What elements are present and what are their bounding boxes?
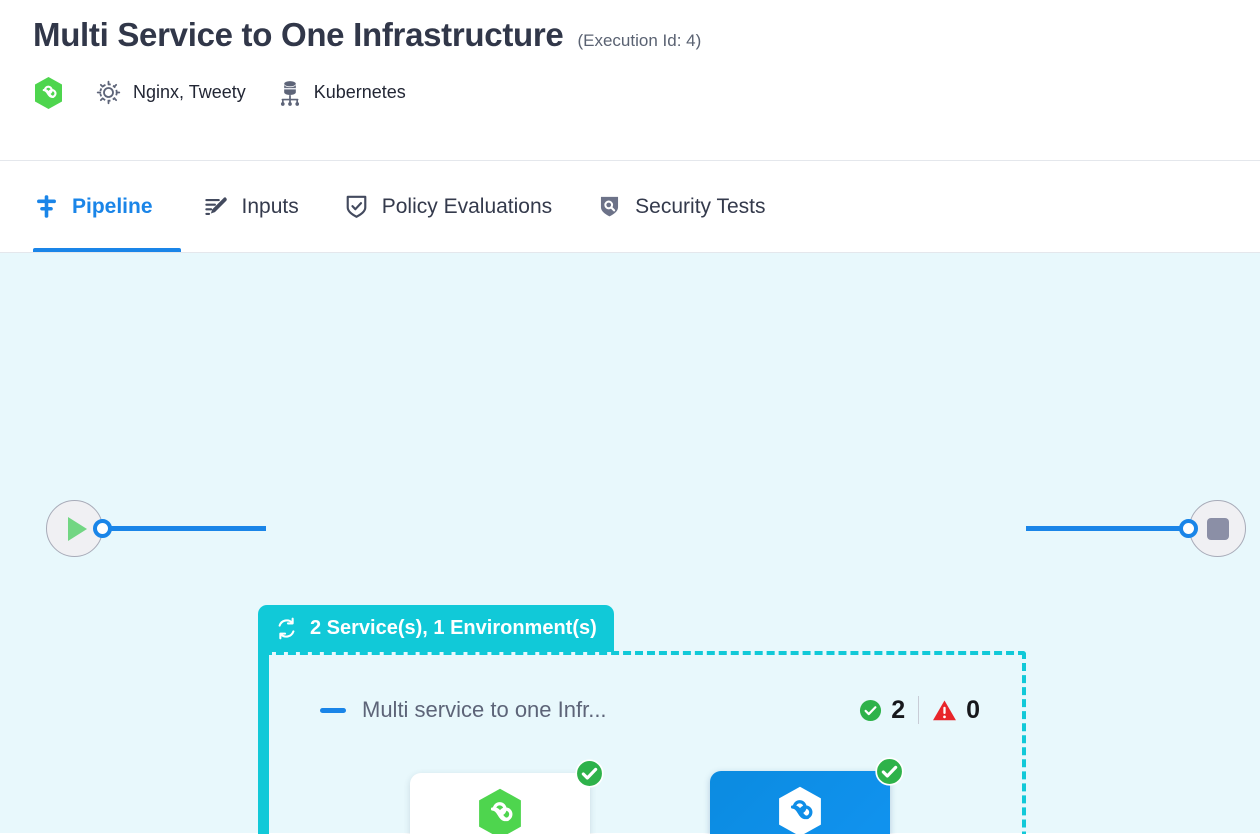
page-title: Multi Service to One Infrastructure [33,16,564,53]
connector-line-right [1026,526,1183,531]
brand-group [33,76,64,110]
tab-pipeline-label: Pipeline [72,194,153,218]
warning-triangle-icon [932,699,957,722]
hexagon-infinity-icon [476,787,524,834]
tab-policy-label: Policy Evaluations [381,194,553,218]
pipeline-icon [33,193,60,220]
check-circle-icon [575,759,604,788]
connector-line-left [108,526,266,531]
kubernetes-icon [277,79,303,107]
group-badge-label: 2 Service(s), 1 Environment(s) [310,617,597,639]
hexagon-infinity-icon [33,76,64,110]
services-label: Nginx, Tweety [133,82,246,103]
tab-policy-evaluations[interactable]: Policy Evaluations [321,161,574,252]
repeat-icon [274,616,299,641]
tab-security-tests[interactable]: Security Tests [574,161,787,252]
stop-icon [1206,517,1229,540]
service-card-nginx[interactable]: </> [410,759,604,834]
infrastructure-label: Kubernetes [313,82,406,103]
tab-inputs[interactable]: Inputs [181,161,321,252]
check-circle-icon [875,757,904,786]
tab-security-label: Security Tests [635,194,766,218]
check-circle-icon [859,699,882,722]
service-card-tweety[interactable]: </> [710,757,904,834]
warning-count: 0 [966,695,980,724]
success-count: 2 [891,695,906,724]
end-node[interactable] [1189,500,1246,557]
meta-row: Nginx, Tweety Kubernetes [33,76,1260,110]
edit-pencil-icon [203,193,230,220]
group-badge[interactable]: 2 Service(s), 1 Environment(s) [258,605,614,652]
service-group-box[interactable] [264,651,1026,834]
tab-bar: Pipeline Inputs Policy Evaluations [0,160,1260,253]
group-title: Multi service to one Infr... [362,697,607,722]
group-header: Multi service to one Infr... 2 [320,690,980,730]
minus-icon[interactable] [320,707,346,713]
hexagon-infinity-icon [776,785,824,834]
execution-id-label: (Execution Id: 4) [577,31,702,50]
end-connector-dot[interactable] [1179,519,1198,538]
success-counter: 2 [859,696,905,725]
shield-search-icon [596,193,623,220]
shield-check-icon [343,193,370,220]
group-accent-bar [258,649,269,834]
tab-inputs-label: Inputs [241,194,299,218]
start-connector-dot[interactable] [93,519,112,538]
warning-counter: 0 [932,696,980,725]
play-icon [68,516,87,541]
services-group: Nginx, Tweety [95,79,246,106]
counter-divider [918,696,920,724]
page-header: Multi Service to One Infrastructure (Exe… [0,0,1260,160]
infrastructure-group: Kubernetes [277,79,406,107]
tab-pipeline[interactable]: Pipeline [33,161,181,252]
group-counters: 2 0 [859,696,980,725]
pipeline-canvas[interactable]: 2 Service(s), 1 Environment(s) Multi ser… [0,253,1260,834]
gear-icon [95,79,122,106]
title-row: Multi Service to One Infrastructure (Exe… [33,14,1260,57]
